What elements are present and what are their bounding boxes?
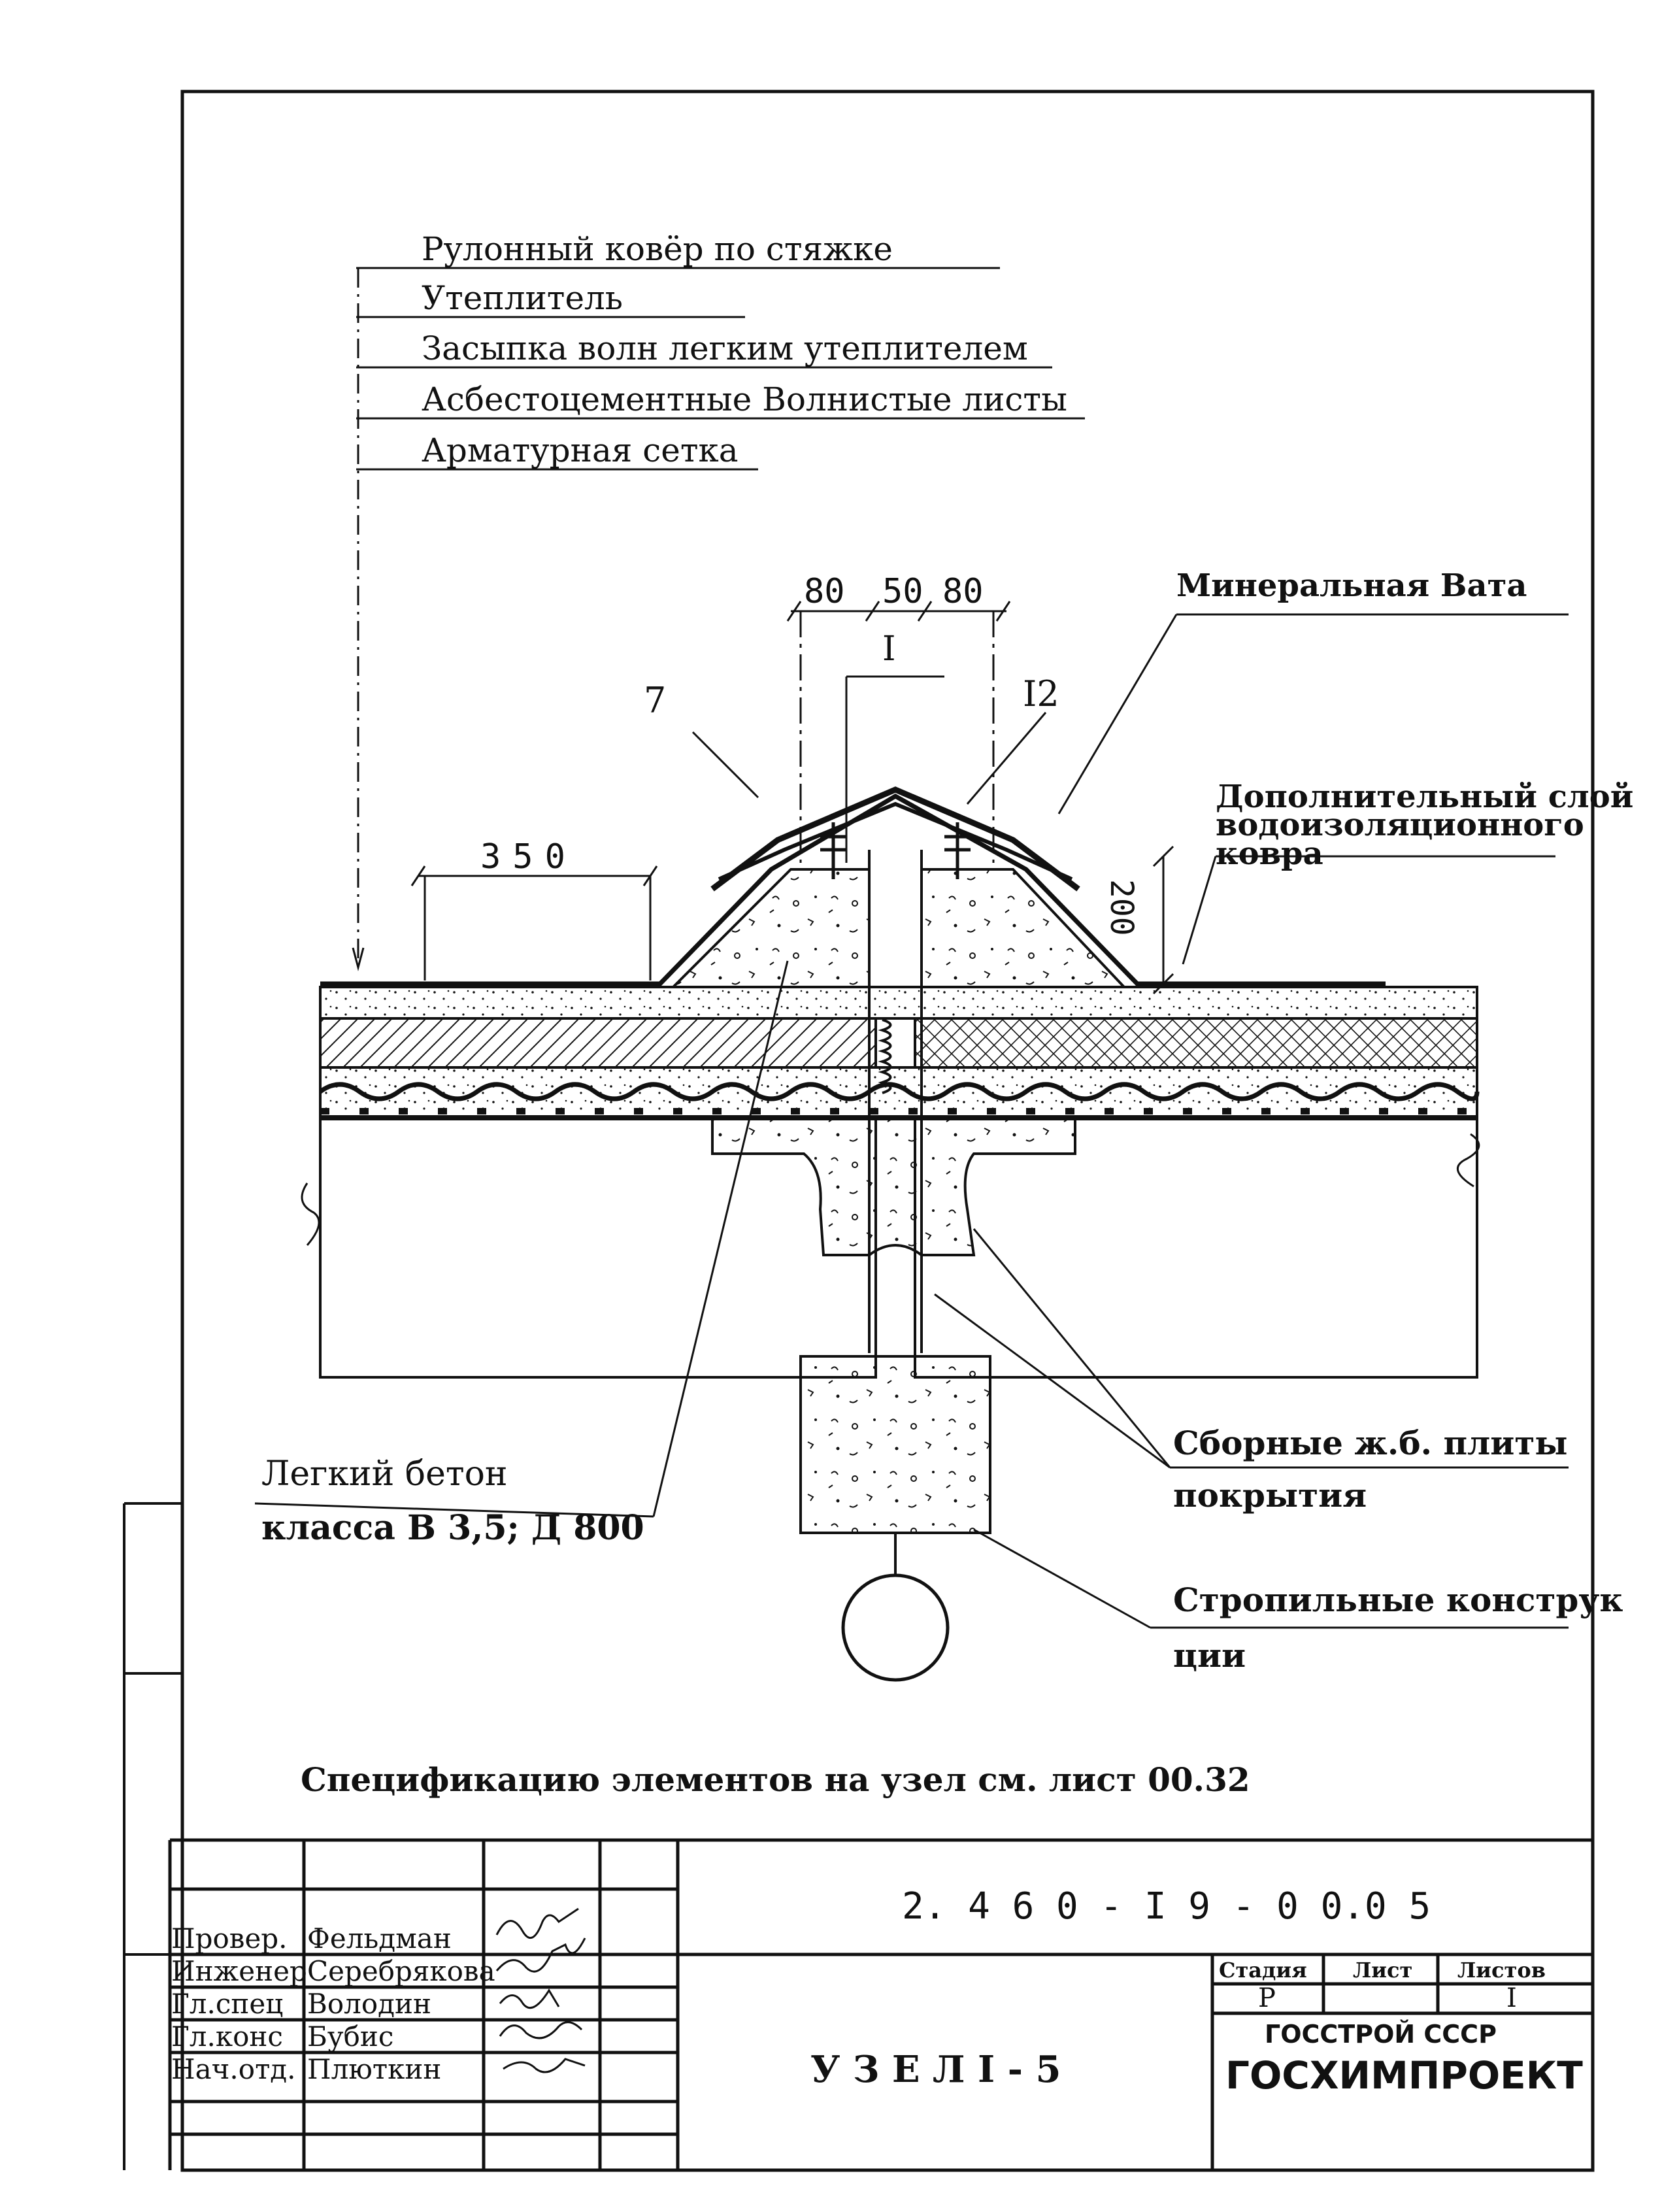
callout-extra-layer-1: Дополнительный слой (1216, 779, 1633, 815)
callout-item-7: 7 (644, 680, 666, 721)
layer-leader (352, 267, 1085, 971)
org-line-2: ГОСХИМПРОЕКТ (1225, 2053, 1583, 2098)
callout-slabs-1: Сборные ж.б. плиты (1173, 1424, 1568, 1462)
sheets-value: I (1506, 1983, 1517, 2013)
ridge-concrete-fill (670, 868, 1127, 988)
roof-carpet (320, 793, 1386, 986)
callout-mineral-wool: Минеральная Вата (1176, 567, 1527, 604)
title-block (168, 1838, 1593, 2170)
insulation-layer-right (914, 1017, 1478, 1069)
layer-label-insulation: Утеплитель (422, 279, 623, 317)
screed-layer (319, 986, 1478, 1020)
drawing-title: У З Е Л I - 5 (810, 2048, 1061, 2091)
dimension-right: 80 (942, 572, 984, 611)
ridge-beam-web (711, 1118, 1076, 1256)
wave-fill-layer (319, 1066, 1478, 1118)
callout-leaders (254, 613, 1569, 1629)
stage-header: Стадия (1219, 1958, 1307, 1983)
corrugated-sheet (318, 1082, 1480, 1101)
slab-break-left (301, 1182, 320, 1246)
handwritten-signatures (495, 1907, 586, 2073)
signature-role-department-head: Нач.отд. (171, 2053, 296, 2085)
insulation-layer-left (319, 1017, 877, 1069)
document-code: 2. 4 6 0 - I 9 - 0 0.0 5 (902, 1885, 1431, 1928)
layer-label-wave-fill: Засыпка волн легким утеплителем (422, 329, 1028, 367)
extra-waterproof-layer (710, 786, 1080, 892)
mineral-wool-fill (878, 1018, 892, 1094)
signature-role-chief-specialist: Гл.спец (171, 1988, 283, 2020)
sheets-header: Листов (1457, 1958, 1546, 1983)
signature-name-chief-specialist: Володин (307, 1988, 431, 2020)
callout-light-concrete-1: Легкий бетон (261, 1454, 508, 1494)
callout-extra-layer-3: ковра (1216, 835, 1323, 872)
signature-rows: Провер. Фельдман Инженер Серебрякова Гл.… (171, 1922, 495, 2085)
joint-mark: I (882, 629, 896, 669)
dimension-height: 200 (1103, 879, 1140, 936)
extra-waterproof-layer-2 (718, 801, 1073, 881)
precast-slab-right (914, 1118, 1478, 1379)
signature-name-engineer: Серебрякова (307, 1955, 495, 1987)
callout-light-concrete-2: класса В 3,5; Д 800 (261, 1508, 644, 1548)
signature-role-checked: Провер. (171, 1922, 288, 1954)
fastener-bolts (820, 822, 971, 879)
signature-name-chief-designer: Бубис (307, 2020, 393, 2053)
stage-value: Р (1258, 1983, 1276, 2013)
layer-label-mesh: Арматурная сетка (422, 431, 739, 469)
callout-extra-layer-2: водоизоляционного (1216, 807, 1584, 843)
layer-label-roll-carpet: Рулонный ковёр по стяжке (422, 230, 893, 268)
ridge-assembly (320, 786, 1386, 1682)
sheet-frame (180, 90, 1595, 2172)
org-line-1: ГОССТРОЙ СССР (1265, 2020, 1497, 2049)
dimension-middle: 50 (882, 572, 923, 611)
dimension-lines (410, 601, 1174, 995)
slab-break-right (1457, 1133, 1480, 1188)
dimension-overhang: 350 (480, 837, 577, 877)
signature-role-engineer: Инженер (171, 1955, 307, 1987)
rafter-section-circle (841, 1573, 950, 1682)
sheet-header: Лист (1353, 1958, 1412, 1983)
binding-strip (123, 1502, 182, 2170)
spec-note: Спецификацию элементов на узел см. лист … (301, 1760, 1250, 1799)
callout-rafters-2: ции (1173, 1636, 1246, 1675)
callout-slabs-2: покрытия (1173, 1476, 1367, 1515)
layer-label-asbestos-sheets: Асбестоцементные Волнистые листы (422, 380, 1067, 418)
precast-slab-left (319, 1118, 877, 1379)
roof-layers (301, 986, 1480, 1379)
callout-item-12: I2 (1023, 673, 1059, 714)
dimension-left: 80 (804, 572, 845, 611)
callout-rafters-1: Стропильные конструк (1173, 1581, 1623, 1619)
rafter-column (799, 1355, 991, 1534)
signature-name-department-head: Плюткин (307, 2053, 441, 2085)
signature-name-checked: Фельдман (307, 1922, 452, 1954)
signature-role-chief-designer: Гл.конс (171, 2020, 283, 2053)
layer-labels: Рулонный ковёр по стяжке Утеплитель Засы… (422, 230, 1067, 469)
